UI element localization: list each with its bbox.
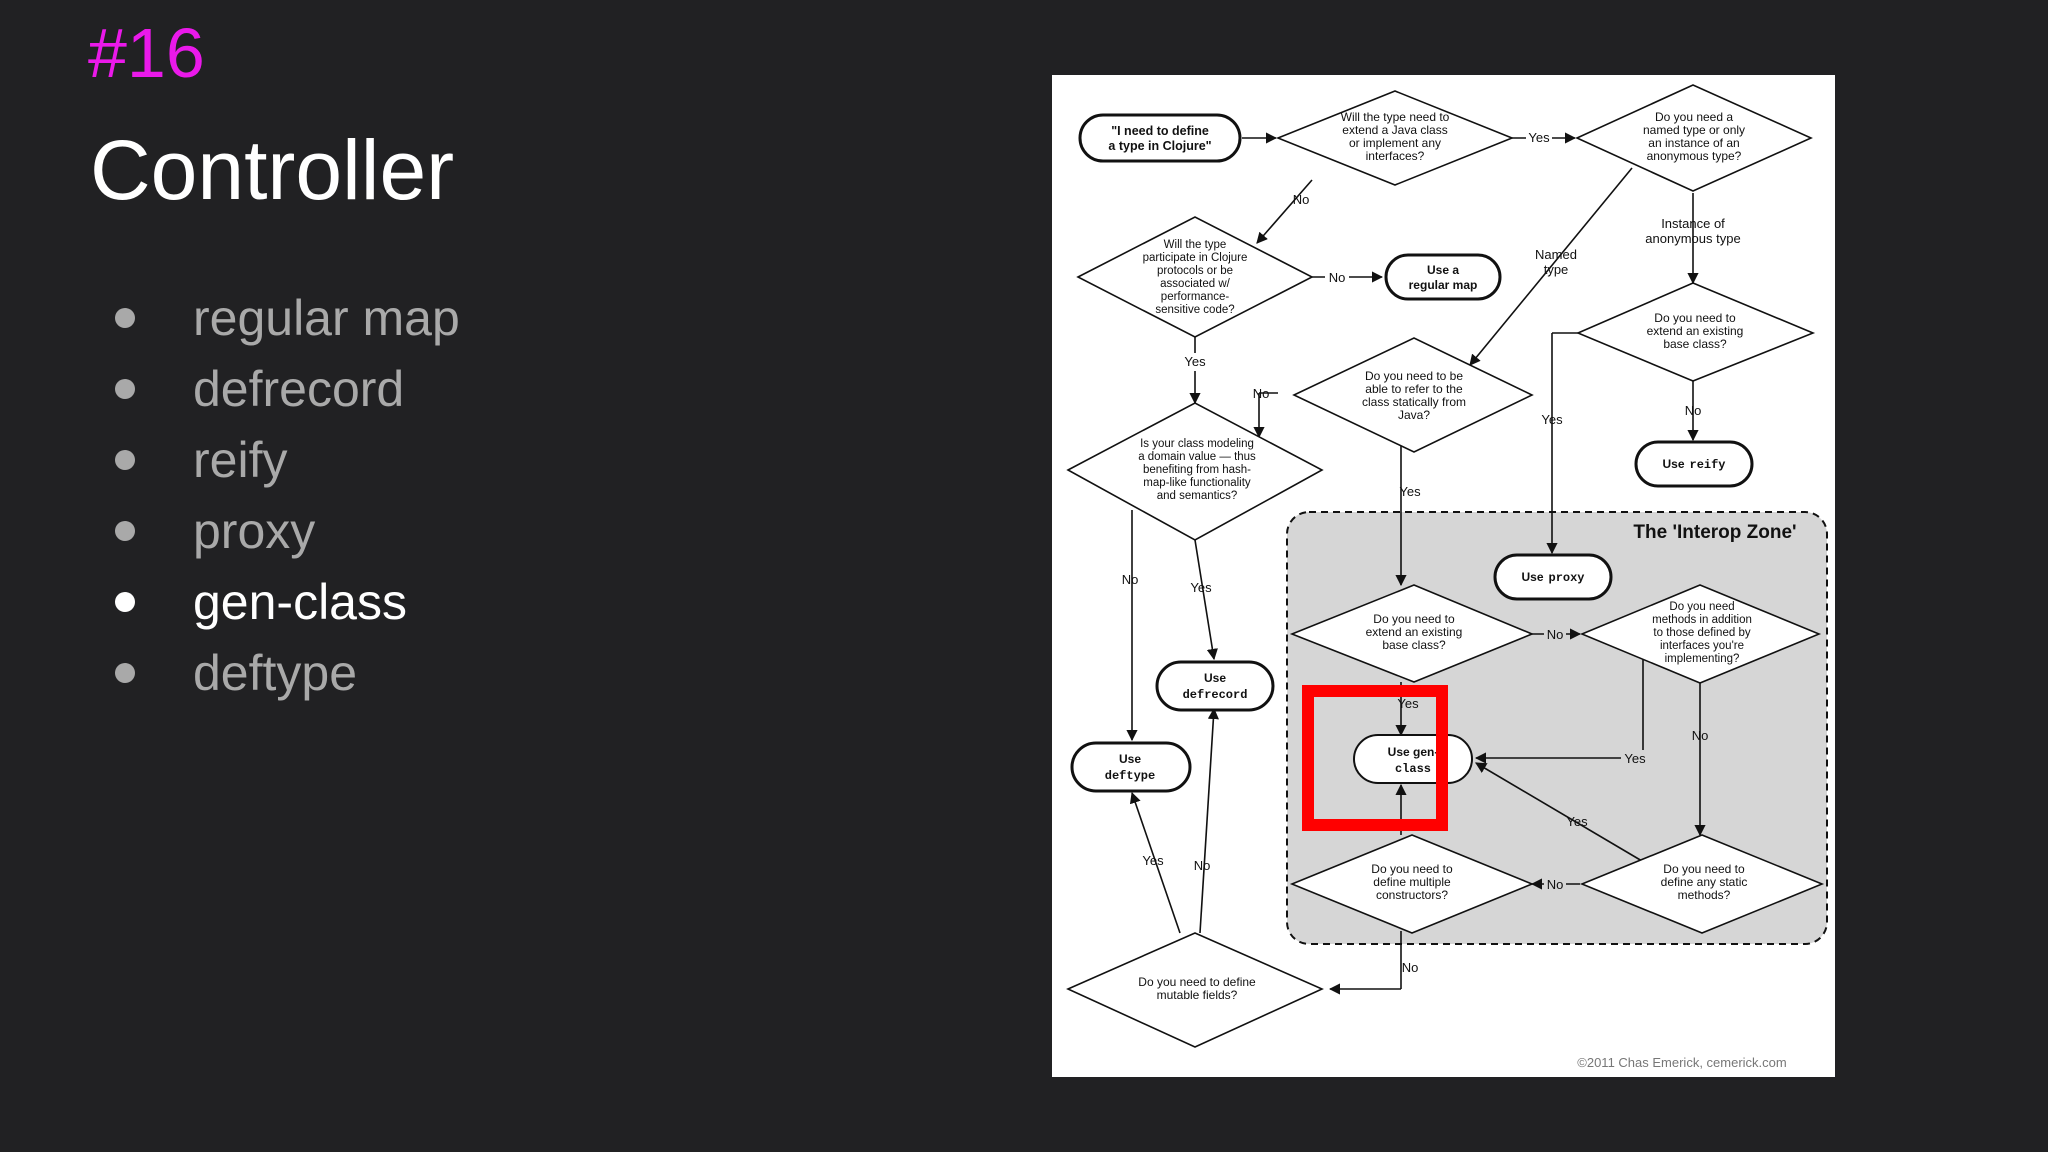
bullet-dot-icon — [115, 520, 135, 541]
bullet-item: defrecord — [115, 353, 460, 424]
edge-label-yes: Yes — [1184, 354, 1206, 369]
bullet-item: deftype — [115, 637, 460, 708]
interop-zone-label: The 'Interop Zone' — [1633, 522, 1796, 543]
edge-label-yes: Yes — [1397, 696, 1419, 711]
bullet-item: reify — [115, 424, 460, 495]
edge-label-yes: Yes — [1624, 751, 1646, 766]
bullet-dot-icon — [115, 307, 135, 328]
edge-label-no: No — [1547, 627, 1564, 642]
edge-label-yes: Yes — [1566, 814, 1588, 829]
flowchart-connectors — [1126, 132, 1706, 995]
slide-title: Controller — [90, 123, 455, 217]
bullet-item: regular map — [115, 282, 460, 353]
flowchart-image: The 'Interop Zone' — [1052, 75, 1835, 1077]
flowchart-diagram: The 'Interop Zone' — [1066, 84, 1828, 1070]
bullet-item: proxy — [115, 495, 460, 566]
bullet-label: reify — [193, 431, 288, 488]
bullet-label: deftype — [193, 644, 358, 701]
gen-class-highlight — [1302, 685, 1448, 831]
bullet-label: regular map — [193, 289, 460, 346]
bullet-list: regular map defrecord reify proxy gen-cl… — [115, 282, 460, 708]
edge-label-yes: Yes — [1399, 484, 1421, 499]
edge-label-yes: Yes — [1190, 580, 1212, 595]
terminal-gen-class: Use gen-class — [1353, 734, 1473, 784]
edge-label-no: No — [1293, 192, 1310, 207]
slide-number: #16 — [88, 14, 205, 92]
edge-label-no: No — [1122, 572, 1139, 587]
edge-label-no: No — [1194, 858, 1211, 873]
bullet-label: proxy — [193, 502, 316, 559]
bullet-dot-icon — [115, 591, 135, 612]
edge-label-no: No — [1253, 386, 1270, 401]
edge-label-yes: Yes — [1541, 412, 1563, 427]
edge-label-yes: Yes — [1142, 853, 1164, 868]
edge-label-no: No — [1685, 403, 1702, 418]
bullet-label: gen-class — [193, 573, 407, 630]
bullet-dot-icon — [115, 378, 135, 399]
edge-label-yes: Yes — [1528, 130, 1550, 145]
svg-text:Use gen-class: Use gen-class — [1388, 745, 1439, 776]
edge-label-no: No — [1692, 728, 1709, 743]
edge-label-no: No — [1547, 877, 1564, 892]
flowchart-edge-labels: Yes No No Yes No No Yes Yes No Yes No Ye… — [1122, 128, 1741, 975]
bullet-dot-icon — [115, 449, 135, 470]
edge-label-no: No — [1329, 270, 1346, 285]
bullet-label: defrecord — [193, 360, 405, 417]
edge-label-no: No — [1402, 960, 1419, 975]
copyright-text: ©2011 Chas Emerick, cemerick.com — [1577, 1055, 1786, 1070]
bullet-dot-icon — [115, 662, 135, 683]
bullet-item-active: gen-class — [115, 566, 460, 637]
